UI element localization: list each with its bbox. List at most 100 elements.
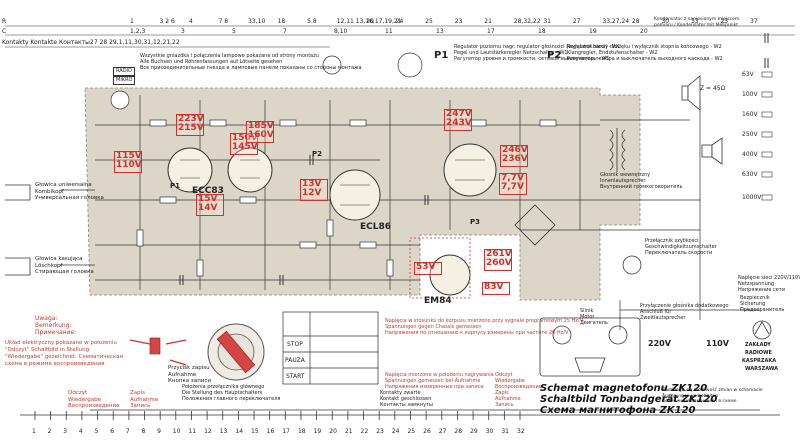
r-number: 23 <box>454 18 463 25</box>
r-number: 24 <box>395 18 404 25</box>
bottom-contact-number: 21 <box>344 428 353 435</box>
note-closed-playback: Odczyt Wiedergabe Воспроизведение <box>495 372 542 390</box>
voltage-box <box>176 114 204 136</box>
title-german: Schaltbild Tonbandgerät ZK120 <box>540 394 718 405</box>
bottom-contact-number: 24 <box>391 428 400 435</box>
note-record-button: Przycisk zapisu Aufnahme Кнопка записи <box>168 365 211 384</box>
bottom-contact-number: 25 <box>407 428 416 435</box>
voltage-value-alt: 14V <box>198 203 218 213</box>
start-button[interactable]: START <box>286 373 305 380</box>
note-voltages-measured: Napięcia w stosunku do korpusu mierzono … <box>385 318 584 336</box>
voltage-box <box>196 194 224 216</box>
c-number: 3 <box>181 28 185 35</box>
bottom-contact-number: 23 <box>376 428 384 435</box>
voltage-value-alt: 160V <box>248 130 274 140</box>
mains-voltage-220: 220V <box>648 339 671 348</box>
r-number: 20 <box>366 18 374 25</box>
voltage-value-alt: 243V <box>446 118 472 128</box>
c-number: 20 <box>640 28 648 35</box>
row-r-label: R <box>2 18 7 25</box>
mains-voltage-110: 110V <box>706 339 729 348</box>
note-main-switch-positions: Położenia przełącznika głównego Die Stel… <box>182 384 281 402</box>
bottom-contact-number: 5 <box>94 428 99 435</box>
legend-voltage: 100V <box>742 91 758 98</box>
voltage-box <box>444 109 472 131</box>
bottom-contact-number: 13 <box>219 428 228 435</box>
tube-ecl86 <box>329 169 381 221</box>
bottom-contact-number: 10 <box>172 428 181 435</box>
r-number: 23 <box>720 18 729 25</box>
voltage-box <box>500 145 528 167</box>
r-number: 31 <box>543 18 551 25</box>
brand-line-4: WARSZAWA <box>745 366 779 372</box>
c-number: 1,2,3 <box>130 28 146 35</box>
voltage-box <box>300 179 328 201</box>
c-number: 18 <box>538 28 546 35</box>
bottom-contact-number: 1 <box>32 428 36 435</box>
r-number: 3 2 6 <box>159 18 175 25</box>
brand-line-1: ZAKŁADY <box>745 342 771 348</box>
voltage-value: 247V <box>446 109 472 119</box>
voltage-box <box>482 282 510 295</box>
brand-line-2: RADIOWE <box>745 350 772 356</box>
voltage-box <box>230 133 258 155</box>
note-pos-play: Odczyt Wiedergabe Воспроизведение <box>68 390 120 409</box>
voltage-box <box>499 173 527 195</box>
legend-capacitor-note: Kondensator z naniesionym miejscem pomia… <box>654 17 740 28</box>
tube-ecc83-1 <box>167 147 213 193</box>
r-number: 1 <box>130 18 134 25</box>
voltage-value-alt: 260V <box>486 258 512 268</box>
r-number: 7 8 <box>218 18 229 25</box>
r-number: 30 <box>661 18 670 25</box>
r-number: 28,32,22 <box>513 18 541 25</box>
bottom-contact-number: 14 <box>235 428 244 435</box>
title-russian: Схема магнитофона ZK120 <box>540 405 696 416</box>
voltage-value: 150V <box>232 133 258 143</box>
brand-line-3: KASPRZAKA <box>742 358 777 364</box>
tube-label-ecc83: ECC83 <box>192 186 224 196</box>
bottom-contact-number: 15 <box>251 428 259 435</box>
motor-symbol <box>622 255 642 275</box>
note-p1: Regulator poziomu nagr. regulator głośno… <box>454 44 621 62</box>
bottom-contact-number: 12 <box>204 428 212 435</box>
note-attention-title: Uwaga: Bemerkung: Примечание: <box>35 315 77 336</box>
title-polish: Schemat magnetofonu ZK120 <box>540 383 708 394</box>
note-speed-switch: Przełącznik szybkości Geschwindigkeitsum… <box>645 238 717 256</box>
note-red-caption: Napięcia mierzone w położeniu nagrywania… <box>385 372 494 390</box>
voltage-value-alt: 145V <box>232 142 258 152</box>
voltage-box <box>484 249 512 271</box>
bottom-contact-number: 30 <box>485 428 494 435</box>
note-p2: Regulator barwy dźwięku i wyłącznik stop… <box>567 44 723 62</box>
bottom-contact-number: 17 <box>282 428 290 435</box>
pause-button[interactable]: PAUZA <box>285 357 305 364</box>
note-fuse: Bezpiecznik Sicherung Предохранитель <box>740 295 785 313</box>
note-internal-speaker: Głośnik wewnętrzny Innenlautsprecher Вну… <box>600 172 683 190</box>
stop-button[interactable]: STOP <box>287 341 303 348</box>
voltage-value: 223V <box>178 114 204 124</box>
r-number: 33 <box>690 18 699 25</box>
voltage-box <box>114 151 142 173</box>
mode-tag-mikro: MIKRO <box>113 76 136 85</box>
function-selector-knob <box>207 323 265 381</box>
bottom-contact-number: 32 <box>517 428 525 435</box>
bottom-contact-number: 7 <box>125 428 130 435</box>
voltage-value: 115V <box>116 151 142 161</box>
r-number: 25 <box>425 18 433 25</box>
legend-voltage: 630V <box>742 171 758 178</box>
tube-ecc83-2 <box>227 147 273 193</box>
label-p1: P1 <box>434 50 449 61</box>
voltage-box <box>246 121 274 143</box>
bottom-contact-number: 16 <box>266 428 275 435</box>
contacts-label: Kontakty Kontakte Контакты <box>2 39 90 46</box>
note-motor: Silnik Motor Двигатель <box>580 308 608 326</box>
legend-voltage: 160V <box>742 111 758 118</box>
note-mains: Napięcie sieci 220V/110V Netzspannung На… <box>738 275 800 293</box>
mode-tag-radio: RADIO <box>113 67 135 76</box>
c-number: 7 <box>283 28 287 35</box>
voltage-value: 15V <box>198 194 218 204</box>
voltage-value: 7,7V <box>501 173 524 183</box>
r-number: 4 <box>189 18 193 25</box>
label-p2-tube: P2 <box>312 150 323 158</box>
r-number: 21 <box>484 18 492 25</box>
note-solder-side: Wszystkie gniazdka i połączenia lampowe … <box>140 53 362 71</box>
